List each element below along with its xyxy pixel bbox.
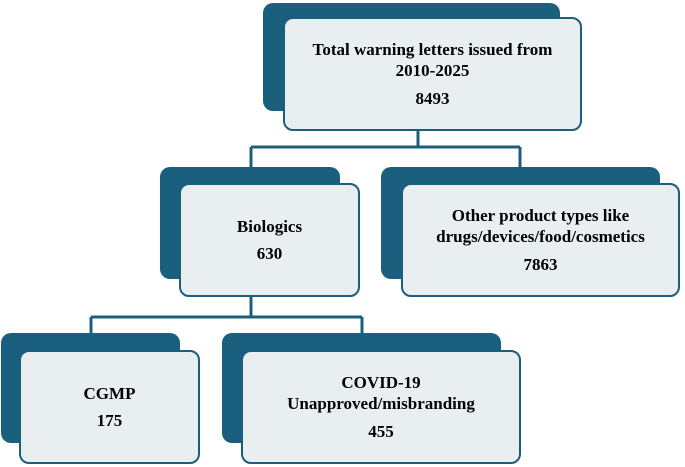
biologics-count: 630 <box>256 244 283 263</box>
covid-title-line1: COVID-19 <box>341 373 421 393</box>
other-count: 7863 <box>523 254 558 274</box>
covid-title-line2: Unapproved/misbranding <box>287 394 475 414</box>
other-title-line1: Other product types like <box>451 206 630 226</box>
other-title-line2: drugs/devices/food/cosmetics <box>436 227 645 247</box>
root-title-line2: 2010-2025 <box>395 61 470 81</box>
covid-node: COVID-19 Unapproved/misbranding 455 <box>241 350 521 464</box>
cgmp-count: 175 <box>96 411 123 430</box>
cgmp-node: CGMP 175 <box>19 350 200 464</box>
cgmp-title: CGMP <box>83 383 136 403</box>
root-count: 8493 <box>415 88 450 108</box>
biologics-title: Biologics <box>236 216 303 236</box>
other-node: Other product types like drugs/devices/f… <box>401 183 680 297</box>
covid-count: 455 <box>368 421 394 441</box>
root-title-line1: Total warning letters issued from <box>312 40 553 60</box>
biologics-node: Biologics 630 <box>179 183 360 297</box>
root-node: Total warning letters issued from 2010-2… <box>283 17 582 131</box>
